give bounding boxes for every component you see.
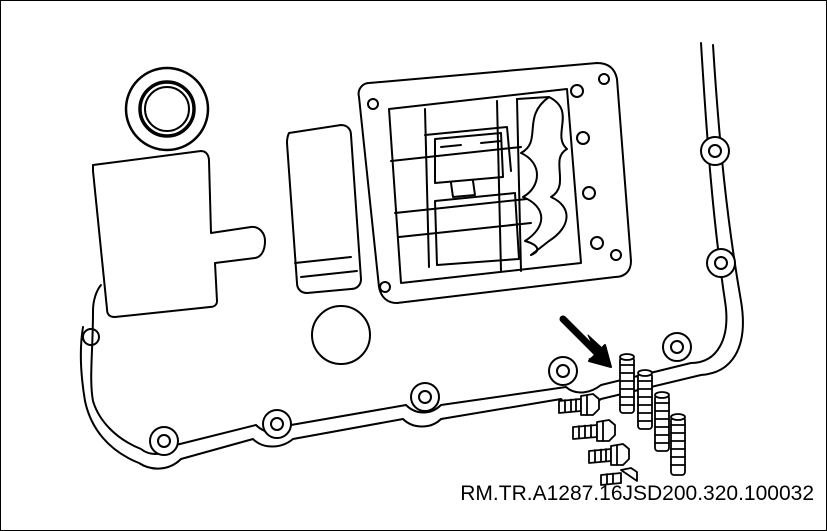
flange-bolt-holes: [82, 136, 736, 456]
figure-reference-id: RM.TR.A1287.16JSD200.320.100032: [460, 482, 814, 505]
hex-bolt-1: [558, 393, 600, 416]
hex-bolt-3: [588, 443, 630, 466]
stud-bolt-2: [637, 369, 653, 430]
arrow-indicator: [559, 315, 612, 368]
stud-bolt-1: [619, 353, 635, 414]
strainer-cover-plate: [357, 62, 632, 304]
drain-plug-lower: [311, 305, 371, 365]
hex-bolts: [558, 393, 638, 486]
left-boss: [92, 150, 266, 318]
hex-bolt-2: [572, 419, 616, 442]
hex-bolt-4: [600, 467, 638, 486]
stud-bolt-4: [670, 413, 686, 476]
stud-bolts: [619, 353, 686, 476]
rectangular-boss: [286, 124, 362, 294]
drain-plug-upper: [124, 66, 210, 152]
stud-bolt-3: [654, 391, 670, 452]
